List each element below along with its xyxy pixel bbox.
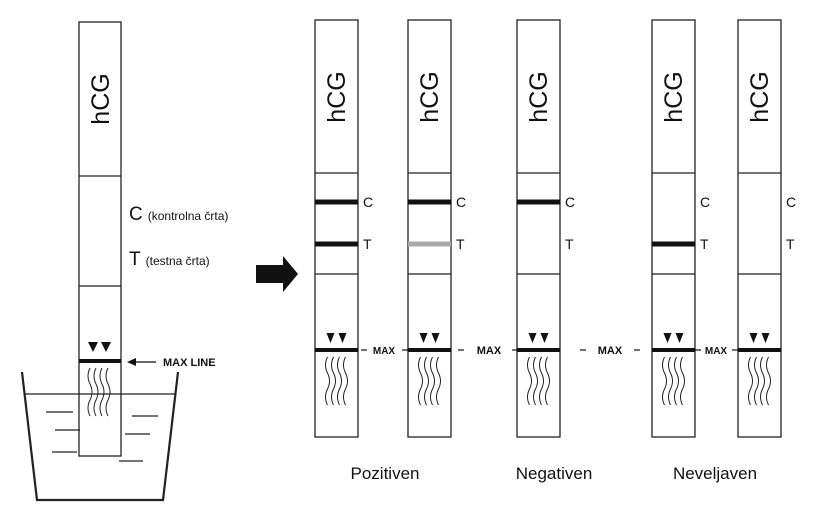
arrowhead-icon	[338, 333, 347, 343]
control-letter: C	[456, 194, 466, 210]
arrowhead-icon	[528, 333, 537, 343]
strip-outline	[651, 19, 696, 438]
result-strip: hCG C T	[651, 19, 710, 438]
wick-wave	[527, 356, 532, 406]
wick-wave	[760, 356, 765, 406]
result-negative-label: Negativen	[516, 464, 593, 483]
dip-wick-waves	[87, 367, 111, 417]
liquid-dashes	[46, 411, 158, 462]
test-letter: T	[700, 236, 709, 252]
test-letter: T	[456, 236, 465, 252]
test-letter: T	[786, 236, 795, 252]
urine-cup	[20, 371, 180, 502]
dipping-illustration: hCG C(kontrolna črta) T(testna črt	[20, 21, 228, 502]
arrowhead-icon	[419, 333, 428, 343]
wick-wave	[674, 356, 679, 406]
control-letter: C	[700, 194, 710, 210]
max-marker-2: MAX	[477, 345, 502, 357]
arrowhead-icon	[431, 333, 440, 343]
wick-wave	[337, 356, 342, 406]
control-letter: C	[565, 194, 575, 210]
wick-wave	[418, 356, 423, 406]
result-strip: hCG C T	[314, 19, 373, 438]
strip-outline	[314, 19, 359, 438]
result-strip: hCG C T	[737, 19, 796, 438]
dip-strip-outline	[78, 21, 122, 457]
test-letter: T	[363, 236, 372, 252]
strip-outline	[737, 19, 782, 438]
max-marker-3: MAX	[598, 345, 623, 357]
strip-brand: hCG	[660, 71, 688, 122]
arrowhead-icon	[675, 333, 684, 343]
wick-wave	[754, 356, 759, 406]
wick-wave	[748, 356, 753, 406]
result-strip: hCG C T	[407, 19, 466, 438]
arrowhead-icon	[663, 333, 672, 343]
test-letter: T	[565, 236, 574, 252]
wick-wave	[343, 356, 348, 406]
dip-strip-brand: hCG	[87, 73, 115, 124]
wick-wave	[430, 356, 435, 406]
arrowhead-icon	[749, 333, 758, 343]
legend-control: C(kontrolna črta)	[129, 204, 228, 225]
wick-wave	[533, 356, 538, 406]
arrowhead-icon	[761, 333, 770, 343]
strip-outline	[407, 19, 452, 438]
arrowhead-icon	[326, 333, 335, 343]
strip-brand: hCG	[416, 71, 444, 122]
wick-wave	[539, 356, 544, 406]
wick-wave	[545, 356, 550, 406]
strip-brand: hCG	[525, 71, 553, 122]
control-letter: C	[363, 194, 373, 210]
result-strip: hCG C T	[516, 19, 575, 438]
flow-arrow	[256, 256, 298, 292]
wick-wave	[424, 356, 429, 406]
strip-brand: hCG	[323, 71, 351, 122]
control-letter: C	[786, 194, 796, 210]
strip-brand: hCG	[746, 71, 774, 122]
strip-outline	[516, 19, 561, 438]
legend-test: T(testna črta)	[129, 249, 210, 270]
wick-wave	[766, 356, 771, 406]
wick-wave	[662, 356, 667, 406]
wick-wave	[680, 356, 685, 406]
wick-wave	[325, 356, 330, 406]
arrowhead-icon	[540, 333, 549, 343]
max-marker-1: MAX	[373, 346, 396, 357]
result-positive-label: Pozitiven	[351, 464, 420, 483]
result-invalid-label: Neveljaven	[673, 464, 757, 483]
wick-wave	[331, 356, 336, 406]
wick-wave	[668, 356, 673, 406]
wick-wave	[436, 356, 441, 406]
max-marker-4: MAX	[705, 346, 728, 357]
max-line-label: MAX LINE	[163, 357, 216, 369]
